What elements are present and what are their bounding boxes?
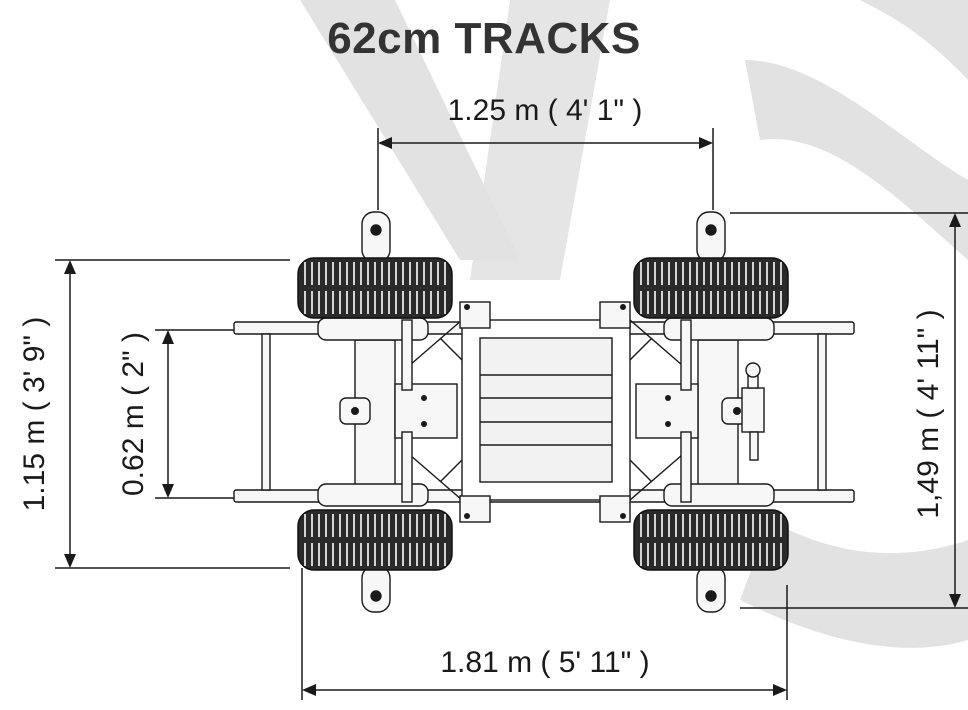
wheel-front-right	[633, 257, 789, 319]
page-title: 62cm TRACKS	[327, 14, 641, 63]
top-width-label: 1.25 m ( 4' 1" )	[448, 94, 643, 127]
wheel-rear-right	[633, 509, 789, 571]
bottom-width-label: 1.81 m ( 5' 11" )	[440, 646, 649, 679]
left-inner-label: 0.62 m ( 2" )	[117, 332, 150, 496]
wheel-front-left	[297, 257, 453, 319]
dimension-lines	[55, 128, 968, 700]
chassis	[233, 301, 855, 523]
right-length-label: 1,49 m ( 4' 11" )	[912, 309, 945, 518]
dimension-arrowheads	[64, 137, 961, 696]
wheels	[297, 257, 789, 571]
wheel-rear-left	[297, 509, 453, 571]
left-outer-label: 1.15 m ( 3' 9" )	[18, 317, 51, 512]
watermark	[300, 0, 968, 648]
bolts	[351, 304, 741, 519]
axle-mounts	[361, 211, 726, 613]
